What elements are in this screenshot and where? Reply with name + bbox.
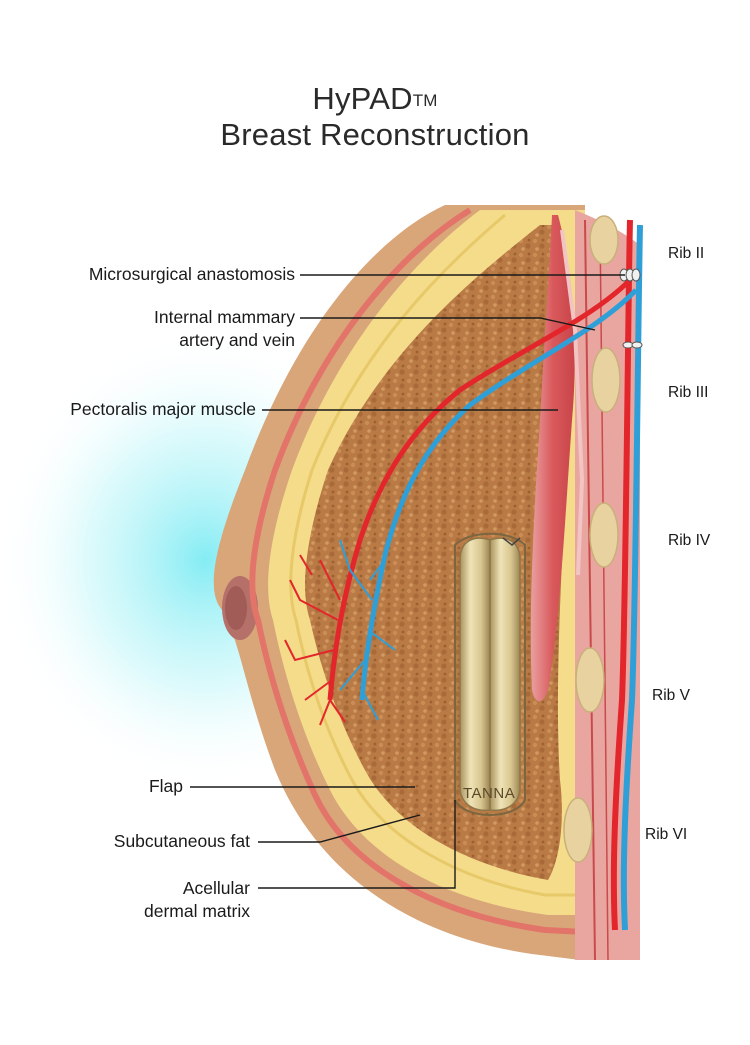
label-anastomosis: Microsurgical anastomosis [88,264,295,284]
label-mammary-2: artery and vein [179,330,295,350]
flap-vein [359,288,638,701]
chest-wall [575,210,640,960]
vein-branches [339,539,396,721]
title-text: HyPAD [312,81,413,116]
label-flap: Flap [148,776,183,796]
rib-bones [563,215,621,863]
trademark-mark: TM [412,91,438,110]
anastomosis-clips [619,268,643,349]
label-subcutaneous: Subcutaneous fat [113,831,250,851]
flap-artery [327,278,632,701]
label-mammary-1: Internal mammary [153,307,295,327]
label-rib-iii: Rib III [668,384,709,401]
label-rib-iv: Rib IV [668,532,711,549]
label-rib-vi: Rib VI [645,826,688,843]
internal-mammary-artery [610,219,633,931]
label-acellular-2: dermal matrix [144,901,250,921]
hypad-device [454,532,526,816]
label-pectoralis: Pectoralis major muscle [70,399,256,419]
acellular-dermal-matrix-line [289,213,585,897]
label-acellular-1: Acellular [182,878,250,898]
internal-mammary-vein [620,224,643,931]
artery-branches [284,554,346,726]
device-label: TANNA [463,785,516,802]
label-rib-v: Rib V [652,687,690,704]
title-line-2: Breast Reconstruction [220,117,530,152]
leader-lines [190,274,625,889]
title-line-1: HyPADTM [0,80,750,118]
label-rib-ii: Rib II [668,245,705,262]
dermis-line [249,207,586,935]
pectoralis-major-muscle [530,215,575,702]
